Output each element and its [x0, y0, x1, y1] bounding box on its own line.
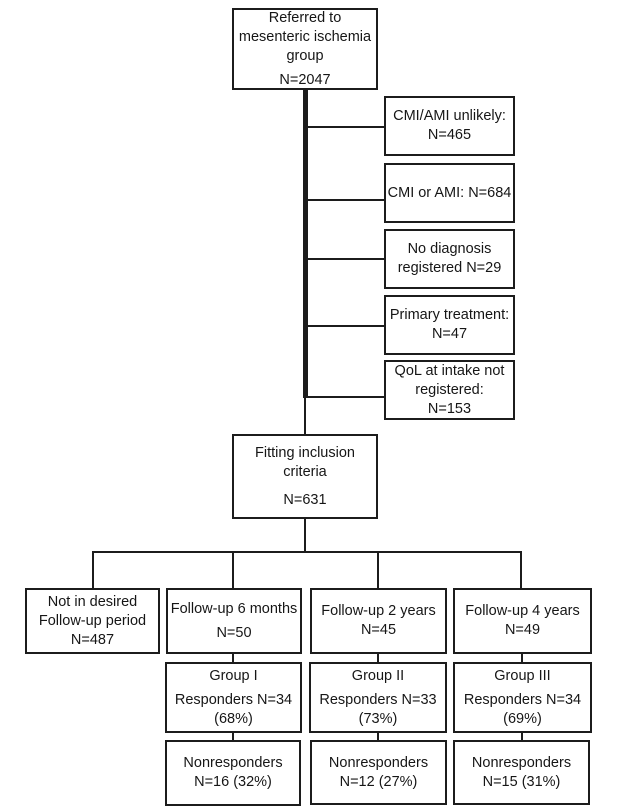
connector-branch-2 [306, 199, 384, 201]
count-label: (73%) [358, 710, 398, 727]
text-line: CMI or AMI: N=684 [387, 184, 512, 201]
text-line: registered N=29 [397, 260, 502, 276]
count-label: N=465 [427, 127, 472, 143]
text-line: criteria [283, 463, 327, 480]
node-nonresponders-3: Nonresponders N=15 (31%) [453, 740, 590, 805]
node-followup-2-years: Follow-up 2 years N=45 [310, 588, 447, 654]
text-line: No diagnosis [407, 241, 492, 257]
text-line: group [286, 47, 324, 64]
connector-drop-1 [92, 551, 94, 588]
text-line: CMI/AMI unlikely: [393, 108, 506, 124]
connector-drop-2 [232, 551, 234, 588]
connector-nonresp-link-1 [232, 733, 234, 740]
node-group-2-responders: Group II Responders N=33 (73%) [309, 662, 447, 733]
text-line: Primary treatment: [389, 307, 510, 323]
text-line: Nonresponders [471, 754, 572, 771]
node-no-diagnosis: No diagnosis registered N=29 [384, 229, 515, 289]
node-cmi-or-ami: CMI or AMI: N=684 [384, 163, 515, 223]
text-line: Nonresponders [183, 755, 283, 771]
connector-branch-4 [306, 325, 384, 327]
count-label: N=16 (32%) [194, 774, 272, 790]
connector-drop-3 [377, 551, 379, 588]
count-label: N=15 (31%) [482, 773, 561, 790]
node-group-3-responders: Group III Responders N=34 (69%) [453, 662, 592, 733]
node-cmi-ami-unlikely: CMI/AMI unlikely: N=465 [384, 96, 515, 156]
text-line: Responders N=34 [174, 691, 293, 708]
text-line: Follow-up 4 years [465, 603, 580, 619]
node-followup-6-months: Follow-up 6 months N=50 [166, 588, 302, 654]
connector-branch-3 [306, 258, 384, 260]
group-title: Group I [209, 667, 258, 684]
text-line: Follow-up period [38, 612, 147, 629]
connector-group-link-3 [521, 654, 523, 662]
connector-nonresp-link-3 [521, 733, 523, 740]
text-line: Fitting inclusion [255, 444, 355, 461]
connector-distributor [92, 551, 522, 553]
count-label: N=49 [504, 622, 541, 638]
group-title: Group III [494, 667, 551, 684]
node-not-in-followup-period: Not in desired Follow-up period N=487 [25, 588, 160, 654]
connector-nonresp-link-2 [377, 733, 379, 740]
connector-trunk-thin [304, 396, 306, 434]
count-label: N=50 [216, 624, 252, 641]
count-label: N=45 [360, 622, 397, 638]
node-referred: Referred to mesenteric ischemia group N=… [232, 8, 378, 90]
count-label: N=2047 [279, 71, 331, 88]
connector-drop-4 [520, 551, 522, 588]
text-line: mesenteric ischemia [238, 28, 372, 45]
count-label: N=631 [283, 491, 327, 508]
node-fitting-inclusion: Fitting inclusion criteria N=631 [232, 434, 378, 519]
count-label: N=12 (27%) [339, 773, 418, 790]
node-nonresponders-2: Nonresponders N=12 (27%) [310, 740, 447, 805]
text-line: registered: [415, 381, 484, 398]
connector-group-link-2 [377, 654, 379, 662]
node-qol-not-registered: QoL at intake not registered: N=153 [384, 360, 515, 420]
count-label: N=47 [431, 326, 468, 342]
node-primary-treatment: Primary treatment: N=47 [384, 295, 515, 355]
count-label: (68%) [214, 710, 253, 727]
text-line: Nonresponders [328, 754, 429, 771]
count-label: (69%) [503, 710, 542, 727]
text-line: Follow-up 6 months [170, 600, 298, 617]
group-title: Group II [351, 667, 405, 684]
text-line: Responders N=33 [319, 691, 437, 708]
connector-group-link-1 [232, 654, 234, 662]
connector-branch-1 [306, 126, 384, 128]
node-group-1-responders: Group I Responders N=34 (68%) [165, 662, 302, 733]
node-nonresponders-1: Nonresponders N=16 (32%) [165, 740, 301, 806]
text-line: QoL at intake not [394, 362, 505, 379]
count-label: N=487 [70, 631, 115, 648]
text-line: Not in desired [47, 593, 138, 610]
connector-inclusion-stem [304, 519, 306, 553]
connector-trunk-thick [303, 90, 308, 398]
connector-branch-5 [306, 396, 384, 398]
text-line: Follow-up 2 years [321, 603, 436, 619]
node-followup-4-years: Follow-up 4 years N=49 [453, 588, 592, 654]
text-line: Referred to [268, 9, 342, 26]
count-label: N=153 [427, 400, 472, 417]
text-line: Responders N=34 [463, 691, 582, 708]
